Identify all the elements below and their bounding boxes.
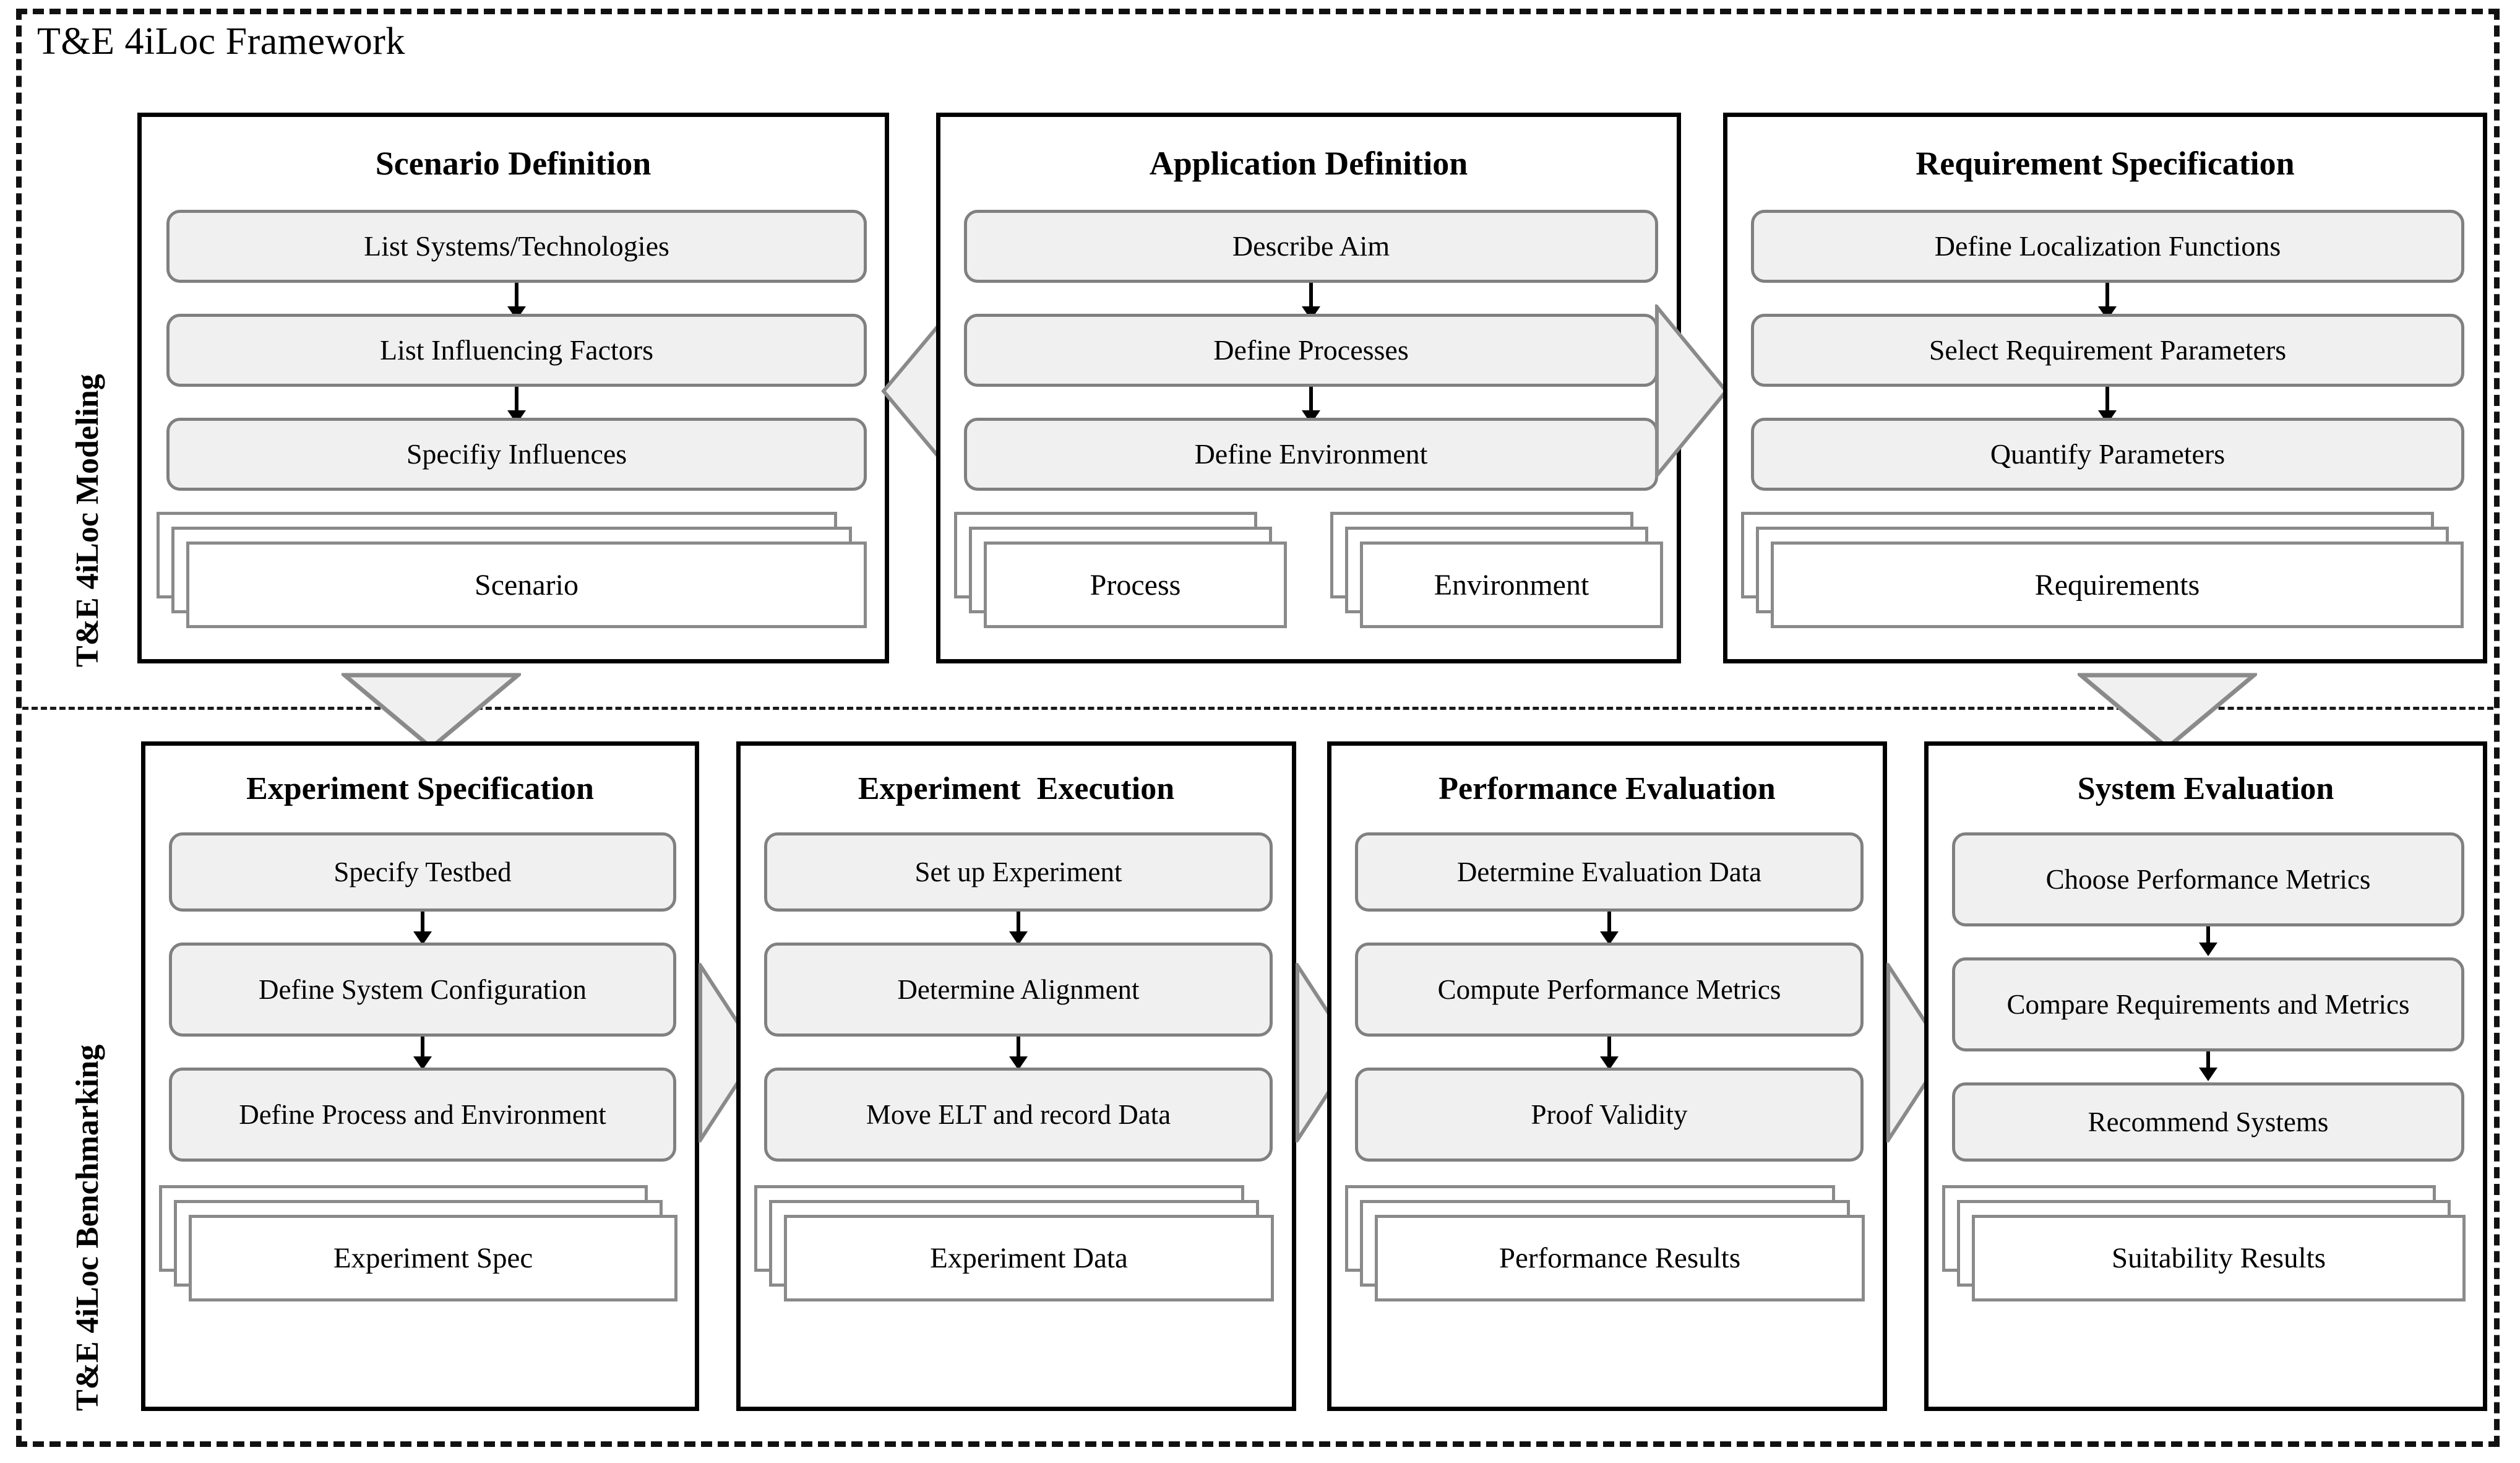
panel-requirement-specification: Requirement Specification Define Localiz… bbox=[1723, 113, 2487, 663]
step-box[interactable]: Set up Experiment bbox=[764, 832, 1273, 912]
step-box[interactable]: Determine Alignment bbox=[764, 943, 1273, 1037]
artifact-stack: Suitability Results bbox=[1942, 1185, 2479, 1309]
artifact-stack: Environment bbox=[1330, 512, 1701, 636]
artifact-label: Process bbox=[1090, 568, 1181, 602]
chevron-right-icon bbox=[1295, 963, 1357, 1142]
step-box[interactable]: Define Processes bbox=[964, 314, 1658, 387]
chevron-right-icon bbox=[698, 963, 760, 1142]
step-box[interactable]: Proof Validity bbox=[1355, 1068, 1864, 1162]
artifact-label: Performance Results bbox=[1499, 1242, 1741, 1274]
artifact-label: Experiment Data bbox=[930, 1242, 1128, 1274]
step-box[interactable]: Determine Evaluation Data bbox=[1355, 832, 1864, 912]
artifact-sheet-front: Environment bbox=[1360, 542, 1663, 628]
artifact-sheet-front: Experiment Data bbox=[784, 1215, 1274, 1301]
artifact-stack: Process bbox=[954, 512, 1325, 636]
panel-scenario-definition: Scenario Definition List Systems/Technol… bbox=[137, 113, 889, 663]
step-box[interactable]: Define System Configuration bbox=[169, 943, 676, 1037]
artifact-sheet-front: Suitability Results bbox=[1972, 1215, 2466, 1301]
step-box[interactable]: Select Requirement Parameters bbox=[1751, 314, 2464, 387]
artifact-sheet-front: Performance Results bbox=[1375, 1215, 1865, 1301]
down-arrow-requirement-to-system bbox=[2078, 672, 2257, 753]
step-box[interactable]: Compute Performance Metrics bbox=[1355, 943, 1864, 1037]
panel-experiment-specification: Experiment Specification Specify Testbed… bbox=[141, 741, 699, 1411]
band-divider bbox=[22, 707, 2493, 710]
panel-title: System Evaluation bbox=[2077, 771, 2334, 806]
chevron-right-icon bbox=[1654, 304, 1729, 478]
step-box[interactable]: Describe Aim bbox=[964, 210, 1658, 283]
artifact-stack: Requirements bbox=[1741, 512, 2471, 636]
panel-title: Experiment Execution bbox=[858, 771, 1175, 806]
panel-title: Experiment Specification bbox=[246, 771, 594, 806]
artifact-label: Scenario bbox=[475, 568, 578, 602]
artifact-sheet-front: Experiment Spec bbox=[189, 1215, 677, 1301]
step-box[interactable]: Quantify Parameters bbox=[1751, 418, 2464, 491]
panel-title: Requirement Specification bbox=[1916, 145, 2295, 182]
panel-application-definition: Application Definition Describe Aim Defi… bbox=[936, 113, 1681, 663]
framework-title: T&E 4iLoc Framework bbox=[37, 20, 405, 63]
step-box[interactable]: Specify Testbed bbox=[169, 832, 676, 912]
step-box[interactable]: Specifiy Influences bbox=[166, 418, 867, 491]
panel-experiment-execution: Experiment Execution Set up Experiment D… bbox=[736, 741, 1296, 1411]
step-box[interactable]: List Systems/Technologies bbox=[166, 210, 867, 283]
band-label-benchmarking: T&E 4iLoc Benchmarking bbox=[70, 1044, 105, 1411]
panel-title: Scenario Definition bbox=[375, 145, 652, 182]
framework-boundary bbox=[16, 9, 2500, 1447]
step-box[interactable]: Move ELT and record Data bbox=[764, 1068, 1273, 1162]
step-box[interactable]: Define Environment bbox=[964, 418, 1658, 491]
step-box[interactable]: Define Localization Functions bbox=[1751, 210, 2464, 283]
artifact-label: Suitability Results bbox=[2111, 1242, 2326, 1274]
step-box[interactable]: Recommend Systems bbox=[1952, 1082, 2464, 1162]
artifact-stack: Scenario bbox=[157, 512, 874, 636]
panel-system-evaluation: System Evaluation Choose Performance Met… bbox=[1924, 741, 2487, 1411]
step-box[interactable]: Choose Performance Metrics bbox=[1952, 832, 2464, 926]
panel-performance-evaluation: Performance Evaluation Determine Evaluat… bbox=[1327, 741, 1887, 1411]
band-label-modeling: T&E 4iLoc Modeling bbox=[70, 374, 105, 667]
artifact-stack: Performance Results bbox=[1345, 1185, 1878, 1309]
artifact-sheet-front: Process bbox=[984, 542, 1287, 628]
panel-title: Performance Evaluation bbox=[1438, 771, 1776, 806]
chevron-right-icon bbox=[1886, 963, 1948, 1142]
artifact-sheet-front: Requirements bbox=[1771, 542, 2464, 628]
step-box[interactable]: Compare Requirements and Metrics bbox=[1952, 957, 2464, 1051]
artifact-stack: Experiment Data bbox=[754, 1185, 1288, 1309]
panel-title: Application Definition bbox=[1149, 145, 1468, 182]
step-box[interactable]: Define Process and Environment bbox=[169, 1068, 676, 1162]
artifact-label: Experiment Spec bbox=[333, 1242, 533, 1274]
down-arrow-scenario-to-experiment bbox=[342, 672, 521, 753]
artifact-label: Environment bbox=[1434, 568, 1589, 602]
artifact-sheet-front: Scenario bbox=[186, 542, 867, 628]
artifact-label: Requirements bbox=[2034, 568, 2200, 602]
artifact-stack: Experiment Spec bbox=[159, 1185, 691, 1309]
step-box[interactable]: List Influencing Factors bbox=[166, 314, 867, 387]
